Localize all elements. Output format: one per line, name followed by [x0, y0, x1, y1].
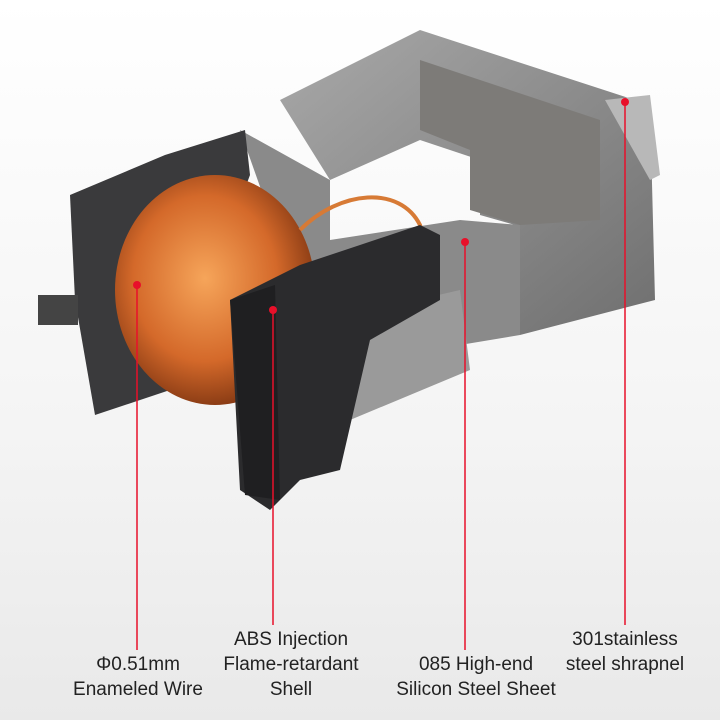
callout-line: Enameled Wire: [73, 679, 203, 700]
callout-shrapnel: 301stainless steel shrapnel: [566, 627, 684, 677]
callout-line: 301stainless: [572, 629, 678, 650]
callout-line: Φ0.51mm: [96, 654, 180, 675]
abs-shell: [38, 130, 440, 510]
callout-line: 085 High-end: [418, 654, 534, 675]
callout-line: ABS Injection: [233, 629, 349, 650]
callout-silicon-steel: 085 High-end Silicon Steel Sheet: [396, 652, 556, 702]
callout-line: Flame-retardant: [223, 654, 359, 675]
callout-abs-shell: ABS Injection Flame-retardant Shell: [223, 627, 358, 702]
callout-line: steel shrapnel: [565, 654, 685, 675]
leader-lines: [133, 98, 629, 650]
callout-line: Silicon Steel Sheet: [396, 679, 556, 700]
callout-line: Shell: [269, 679, 313, 700]
stainless-shrapnel: [605, 95, 660, 180]
callout-enameled-wire: Φ0.51mm Enameled Wire: [73, 652, 203, 702]
